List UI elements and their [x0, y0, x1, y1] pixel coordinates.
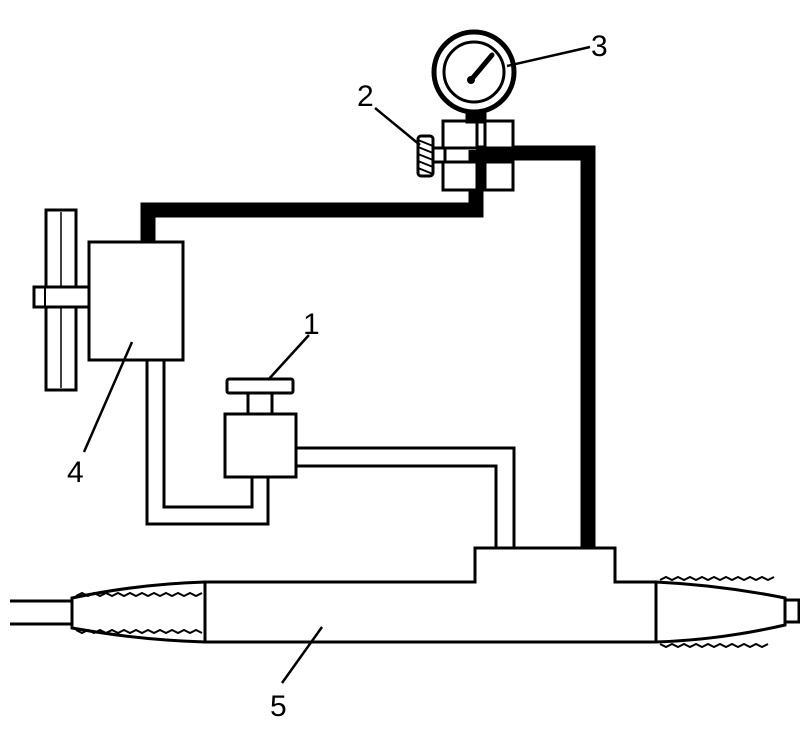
valve-block-bottom-left	[441, 160, 479, 192]
right-boot-corrugation	[659, 575, 775, 649]
label-shutoff-valve: 2	[357, 80, 374, 113]
pressure-gauge	[431, 29, 517, 115]
leader-lines	[82, 45, 591, 684]
return-lines	[145, 360, 516, 548]
rack-housing	[203, 546, 658, 644]
pressure-line-valve-to-rack	[476, 145, 596, 548]
leader-line-5	[280, 626, 324, 684]
pressure-line	[140, 145, 596, 548]
return-line-pump-to-reservoir	[145, 360, 270, 526]
pump-shaft	[32, 285, 91, 309]
label-reservoir: 1	[303, 308, 320, 341]
valve-knob-knurl	[417, 139, 434, 175]
right-boot	[654, 580, 787, 644]
valve-block-bottom-right	[483, 160, 515, 192]
return-line-reservoir-to-rack	[296, 446, 516, 548]
left-boot-corrugation	[75, 591, 203, 635]
leader-line-2	[374, 107, 421, 146]
gauge-face	[442, 40, 506, 104]
fluid-reservoir	[223, 377, 298, 479]
leader-line-3	[506, 45, 591, 68]
power-steering-pump	[32, 208, 185, 392]
label-steering-rack: 5	[270, 690, 287, 723]
label-pressure-gauge: 3	[591, 30, 608, 63]
shutoff-valve-assembly	[416, 103, 515, 192]
pump-body	[87, 240, 185, 362]
valve-block-top-left	[441, 119, 479, 150]
reservoir-body	[223, 412, 298, 479]
leader-line-1	[267, 334, 310, 381]
gauge-pivot	[467, 76, 475, 84]
valve-block-top-right	[483, 119, 515, 150]
reservoir-cap	[225, 377, 295, 395]
steering-rack	[10, 546, 800, 649]
callout-labels: 1 2 3 4 5	[67, 30, 608, 723]
gauge-needle	[468, 52, 495, 83]
leader-line-4	[82, 341, 134, 453]
reservoir-neck	[246, 391, 274, 416]
label-pump: 4	[67, 456, 84, 489]
right-tie-rod-end	[783, 598, 800, 624]
